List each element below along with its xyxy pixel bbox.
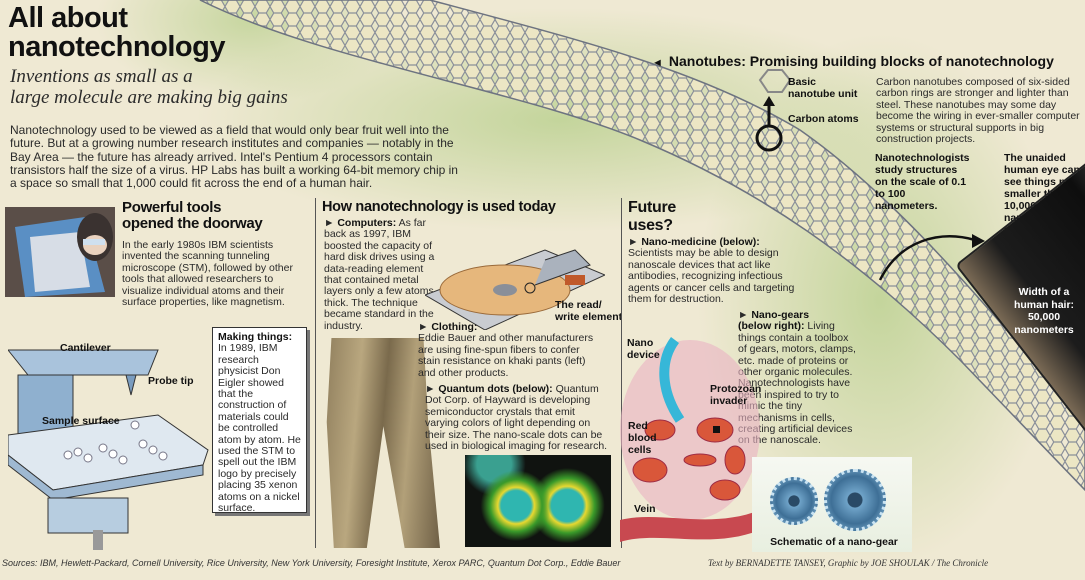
nano-device-2: device [627, 349, 660, 361]
tools-body: In the early 1980s IBM scientists invent… [122, 239, 293, 309]
computers-title: Computers: [337, 217, 397, 229]
nano-medicine-body: Scientists may be able to design nanosca… [628, 247, 795, 306]
page-subtitle: Inventions as small as a large molecule … [10, 66, 288, 108]
page-title: All about nanotechnology [8, 4, 225, 62]
probe-tip-label: Probe tip [148, 375, 194, 387]
nano-gears-title-1: Nano-gears [751, 309, 810, 321]
quantum-dots-paragraph: ► Quantum dots (below): Quantum Dot Corp… [425, 383, 610, 453]
quantum-dots-cell-image [465, 455, 611, 547]
nano-gears-body: Living things contain a toolbox of gears… [738, 320, 856, 447]
hair-width-label: Width of a human hair: 50,000 nanometers [1005, 286, 1083, 336]
gear-large-icon [824, 469, 886, 531]
scientist-illustration [5, 207, 115, 297]
future-heading: Future uses? [628, 199, 676, 235]
clothing-body: Eddie Bauer and other manufacturers are … [418, 332, 594, 379]
hair-label-2: human hair: [1013, 298, 1075, 311]
nano-gear-caption: Schematic of a nano-gear [770, 536, 898, 548]
unit-label-1: Basic [788, 76, 817, 88]
tools-heading: Powerful tools opened the doorway [122, 199, 263, 232]
future-heading-2: uses? [628, 217, 673, 234]
protozoan-2: invader [710, 395, 748, 407]
left-arrow-icon: ◄ [652, 57, 663, 69]
nanotubes-heading: ◄ Nanotubes: Promising building blocks of… [652, 53, 1054, 69]
nano-medicine-paragraph: ► Nano-medicine (below): Scientists may … [628, 236, 803, 306]
bullet-icon: ► [628, 236, 639, 248]
computers-paragraph: ► Computers: As far back as 1997, IBM bo… [324, 217, 439, 332]
tools-heading-2: opened the doorway [122, 215, 263, 232]
rbc-3: cells [628, 444, 652, 456]
nano-gears-title-2: (below right): [738, 320, 805, 333]
stm-illustration [8, 349, 209, 550]
tools-heading-1: Powerful tools [122, 199, 222, 216]
read-write-1: The read/ [555, 299, 602, 311]
making-things-body: In 1989, IBM research physicist Don Eigl… [218, 342, 301, 515]
rbc-1: Red [628, 420, 648, 432]
hair-label-3: 50,000 [1027, 311, 1061, 323]
nano-gears-paragraph: ► Nano-gears (below right): Living thing… [738, 309, 856, 447]
subtitle-line-1: Inventions as small as a [10, 66, 193, 87]
rbc-2: blood [628, 432, 657, 444]
sample-surface-label: Sample surface [42, 415, 120, 427]
divider-2 [621, 198, 622, 548]
intro-paragraph: Nanotechnology used to be viewed as a fi… [10, 123, 458, 191]
title-line-2: nanotechnology [8, 31, 225, 63]
nanotubes-heading-text: Nanotubes: Promising building blocks of … [668, 53, 1054, 69]
nano-gear-figure: Schematic of a nano-gear [752, 457, 912, 552]
vein-label: Vein [634, 503, 656, 515]
bullet-icon: ► [738, 309, 749, 321]
making-things-title: Making things: [218, 331, 293, 343]
sources-line: Sources: IBM, Hewlett-Packard, Cornell U… [2, 558, 621, 568]
blood-cells-illustration [620, 337, 760, 542]
red-blood-cells-label: Red blood cells [628, 420, 657, 456]
bullet-icon: ► [418, 321, 429, 333]
quantum-dots-title: Quantum dots (below): [438, 383, 553, 395]
quantum-dots-body: Quantum Dot Corp. of Hayward is developi… [425, 383, 608, 453]
computers-body: As far back as 1997, IBM boosted the cap… [324, 217, 435, 332]
hard-disk-illustration [425, 249, 605, 330]
nanotube-unit-label: Basic nanotube unit [788, 76, 857, 100]
divider-1 [315, 198, 316, 548]
protozoan-label: Protozoan invader [710, 383, 761, 407]
carbon-atoms-label: Carbon atoms [788, 113, 859, 125]
gear-small-icon [770, 477, 818, 525]
read-write-label: The read/ write element [555, 299, 622, 323]
read-write-2: write element [555, 311, 623, 323]
cantilever-label: Cantilever [60, 342, 111, 354]
nano-device-label: Nano device [627, 337, 660, 361]
unit-label-2: nanotube unit [788, 88, 858, 100]
bullet-icon: ► [324, 217, 335, 229]
future-heading-1: Future [628, 199, 676, 216]
hair-label-4: nanometers [1014, 323, 1074, 336]
nanoscale-note: Nanotechnologists study structures on th… [875, 152, 970, 212]
title-line-1: All about [8, 2, 128, 34]
credits-line: Text by BERNADETTE TANSEY, Graphic by JO… [708, 558, 989, 568]
today-heading: How nanotechnology is used today [322, 199, 556, 215]
nanotubes-description: Carbon nanotubes composed of six-sided c… [876, 76, 1080, 146]
protozoan-1: Protozoan [710, 383, 762, 395]
subtitle-line-2: large molecule are making big gains [10, 87, 288, 108]
clothing-paragraph: ► Clothing: Eddie Bauer and other manufa… [418, 321, 603, 379]
clothing-title: Clothing: [431, 321, 478, 333]
nano-device-1: Nano [627, 337, 654, 349]
nano-medicine-title: Nano-medicine (below): [641, 236, 760, 248]
bullet-icon: ► [425, 383, 436, 395]
hair-label-1: Width of a [1018, 286, 1070, 298]
making-things-box: Making things: In 1989, IBM research phy… [212, 327, 307, 515]
